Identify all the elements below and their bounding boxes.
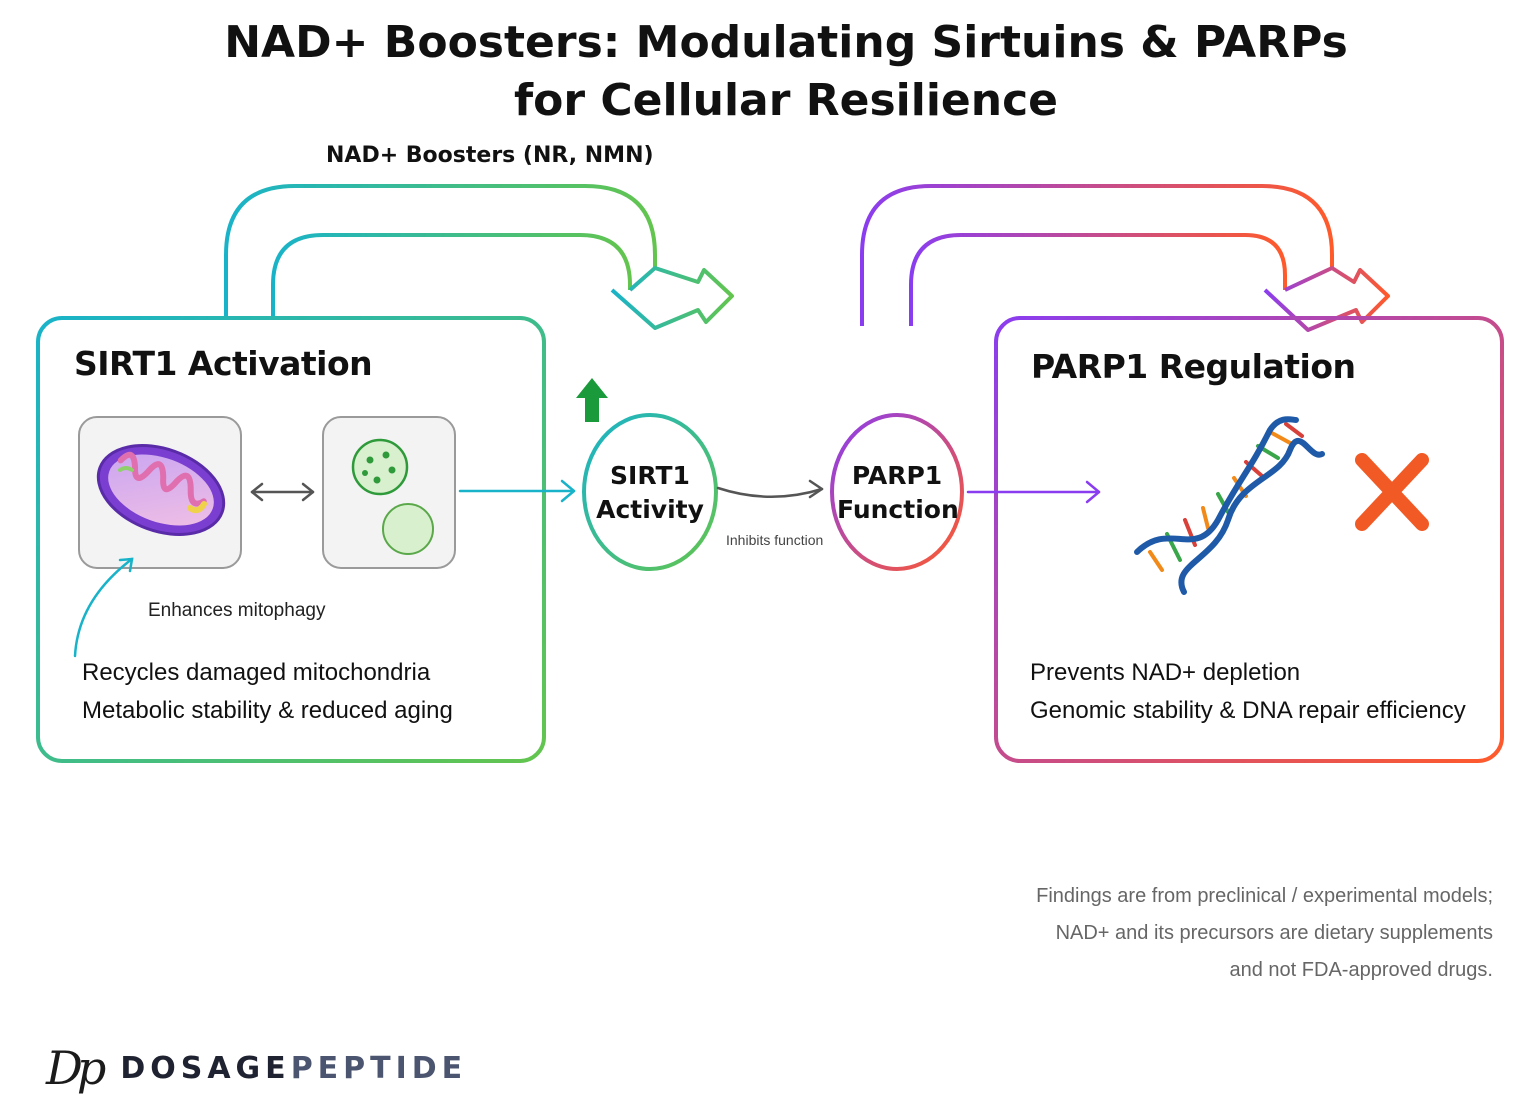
arrow-to-sirt1-node: [458, 479, 576, 503]
up-arrow-icon: [576, 378, 608, 422]
dna-helix-icon: [1134, 416, 1325, 595]
sirt1-node-line1: SIRT1: [610, 461, 690, 490]
parp1-node-line2: Function: [837, 495, 959, 524]
brand-name-part2: PEPTIDE: [290, 1050, 468, 1086]
disclaimer-line: and not FDA-approved drugs.: [1229, 959, 1494, 981]
parp1-regulation-box: [994, 316, 1504, 763]
parp1-node-line1: PARP1: [851, 461, 943, 490]
parp1-box-title: PARP1 Regulation: [1031, 347, 1356, 386]
boosters-arrow-sirt1: [224, 184, 734, 330]
sirt1-effect-item: Metabolic stability & reduced aging: [82, 697, 453, 724]
sirt1-node-label: SIRT1 Activity: [590, 459, 710, 527]
inhibits-arrow: [716, 479, 824, 499]
disclaimer: Findings are from preclinical / experime…: [1036, 878, 1493, 989]
sirt1-box-title: SIRT1 Activation: [74, 344, 373, 383]
arrow-to-parp1-box: [966, 480, 1101, 504]
bidirectional-arrow-icon: [250, 482, 315, 502]
brand-name: DOSAGEPEPTIDE: [120, 1051, 467, 1086]
mitophagy-label: Enhances mitophagy: [148, 600, 326, 621]
disclaimer-line: NAD+ and its precursors are dietary supp…: [1055, 922, 1493, 944]
sirt1-node-line2: Activity: [596, 495, 704, 524]
page-title-line1: NAD+ Boosters: Modulating Sirtuins & PAR…: [224, 17, 1348, 68]
sirt1-activity-node: [582, 413, 718, 571]
boosters-arrow-parp1: [860, 184, 1390, 332]
page-title: NAD+ Boosters: Modulating Sirtuins & PAR…: [0, 14, 1536, 130]
boosters-label: NAD+ Boosters (NR, NMN): [326, 143, 654, 168]
sirt1-effects-list: Recycles damaged mitochondria Metabolic …: [82, 654, 453, 730]
mitophagy-pointer-arrow: [73, 557, 134, 658]
brand-logo: Dp DOSAGEPEPTIDE: [46, 1040, 467, 1096]
inhibits-label: Inhibits function: [726, 532, 824, 548]
disclaimer-line: Findings are from preclinical / experime…: [1036, 885, 1493, 907]
vesicle-icon: [351, 438, 434, 555]
sirt1-effect-item: Recycles damaged mitochondria: [82, 659, 431, 686]
page-title-line2: for Cellular Resilience: [513, 75, 1059, 126]
parp1-effects-list: Prevents NAD+ depletion Genomic stabilit…: [1030, 654, 1466, 730]
parp1-effect-item: Genomic stability & DNA repair efficienc…: [1030, 697, 1466, 724]
x-mark-icon: [1355, 453, 1429, 531]
parp1-node-label: PARP1 Function: [837, 459, 959, 527]
parp1-effect-item: Prevents NAD+ depletion: [1030, 659, 1301, 686]
brand-name-part1: DOSAGE: [120, 1050, 291, 1086]
sirt1-activation-box: [36, 316, 546, 763]
brand-mark: Dp: [46, 1041, 106, 1095]
mitochondrion-icon: [96, 444, 226, 536]
parp1-function-node: [830, 413, 964, 571]
